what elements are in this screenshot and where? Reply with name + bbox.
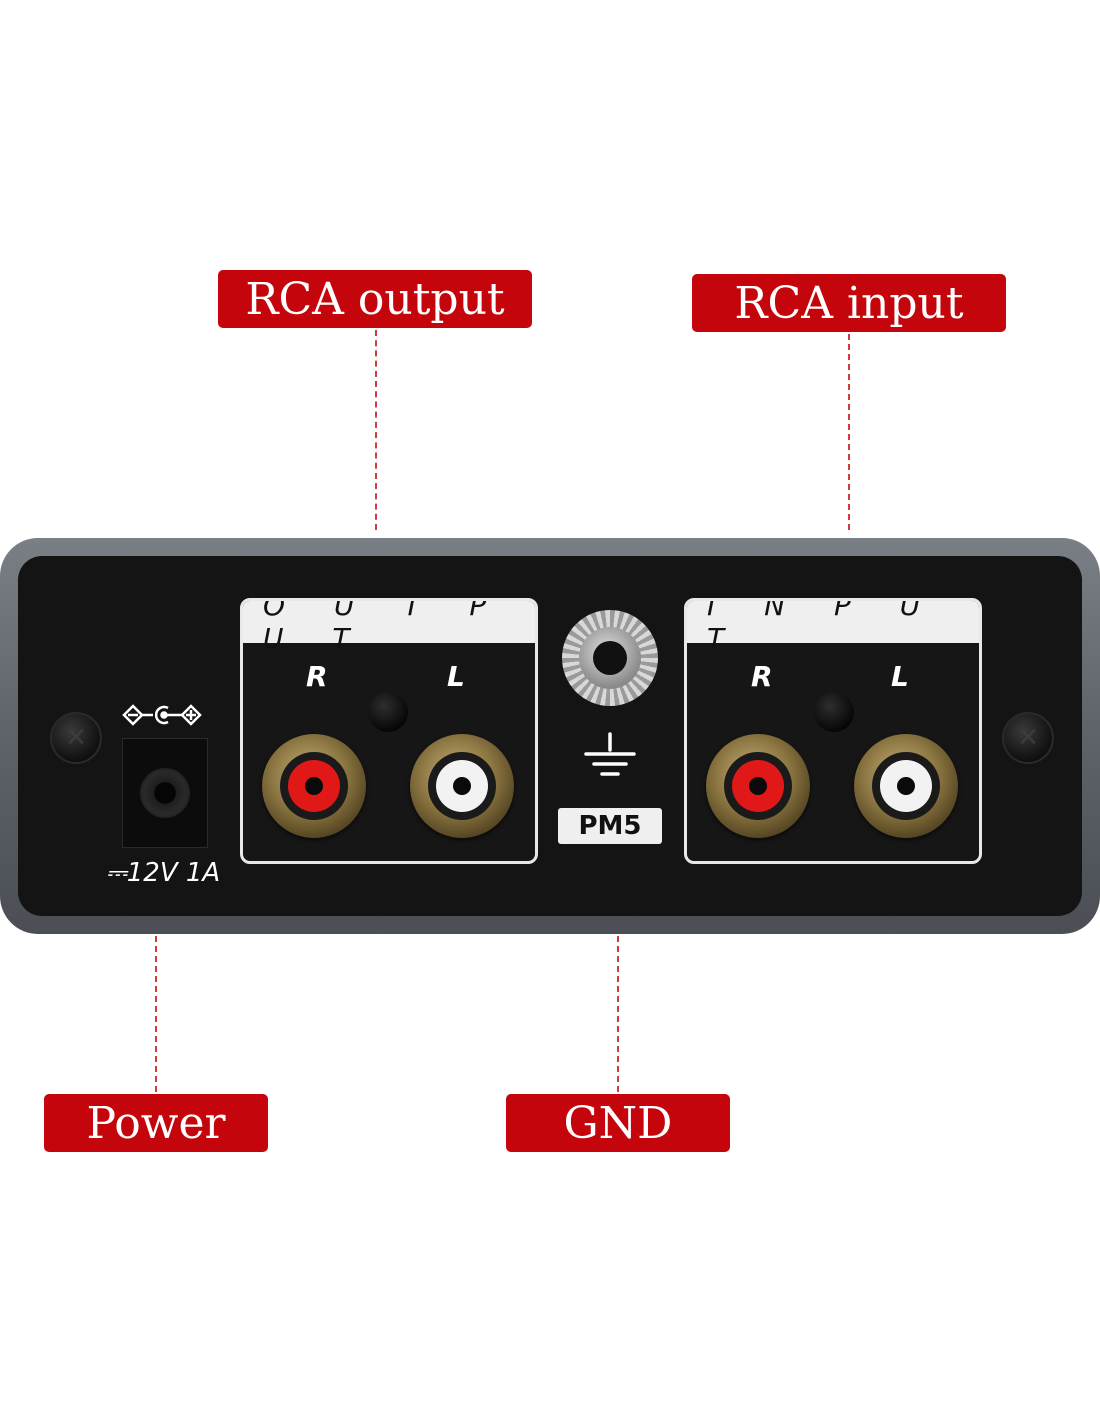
output-knob [368,692,408,732]
power-callout: Power [44,1094,268,1152]
left-screw-icon: ✕ [50,712,102,764]
output-header: O U T P U T [243,601,535,655]
power-label: Power [86,1097,226,1149]
output-left-label: L [447,660,465,693]
gnd-callout: GND [506,1094,730,1152]
rca-output-label: RCA output [245,273,505,325]
rca-input-leader [848,334,850,530]
output-right-label: R [306,660,328,693]
power-leader [155,936,157,1092]
dc-polarity-icon [120,700,210,730]
rca-output-callout: RCA output [218,270,532,328]
gnd-leader [617,936,619,1092]
rca-output-leader [375,330,377,530]
ground-terminal[interactable] [562,610,658,706]
rca-input-callout: RCA input [692,274,1006,332]
input-right-rca-jack[interactable] [706,734,810,838]
input-left-label: L [891,660,909,693]
ground-symbol-icon [582,732,638,784]
right-screw-icon: ✕ [1002,712,1054,764]
dc-jack-hole [140,768,190,818]
dc-power-jack[interactable] [122,738,208,848]
power-rating: ⎓12V 1A [106,858,221,888]
gnd-label: GND [563,1097,673,1149]
output-left-rca-jack[interactable] [410,734,514,838]
model-badge: PM5 [558,808,662,844]
output-right-rca-jack[interactable] [262,734,366,838]
input-right-label: R [751,660,773,693]
input-header: I N P U T [687,601,979,655]
input-left-rca-jack[interactable] [854,734,958,838]
input-knob [814,692,854,732]
rca-input-label: RCA input [734,277,964,329]
